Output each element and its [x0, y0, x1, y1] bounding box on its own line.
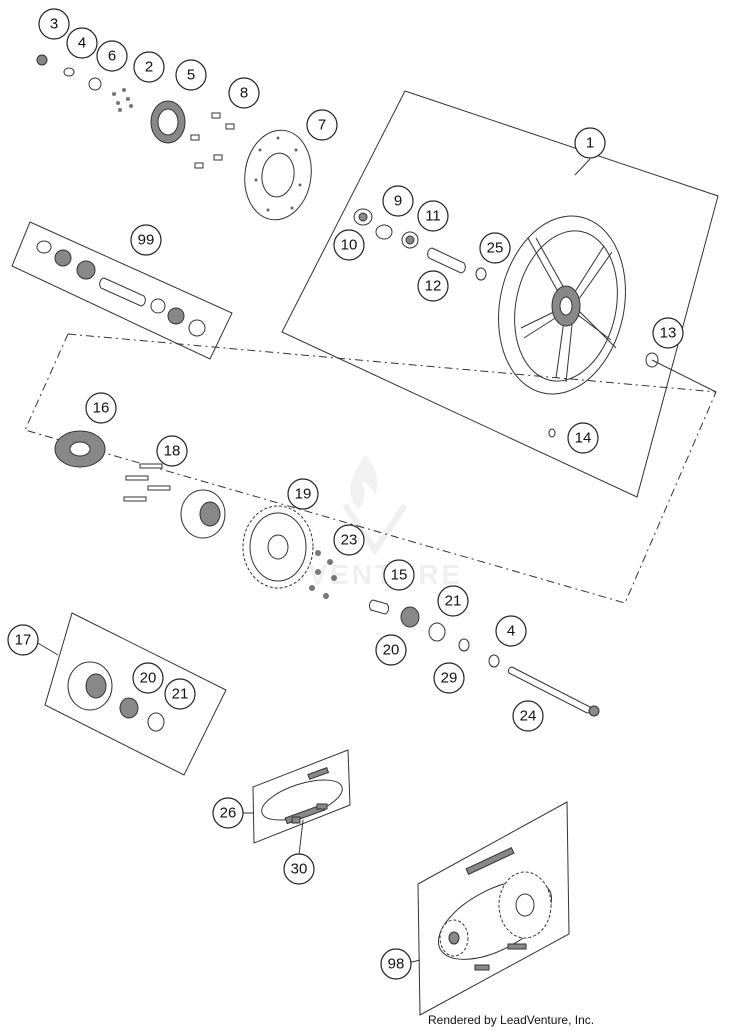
svg-text:26: 26: [220, 805, 237, 822]
callout-29: 29: [433, 662, 465, 694]
callout-10: 10: [333, 229, 365, 261]
svg-text:99: 99: [138, 232, 155, 249]
svg-text:2: 2: [145, 59, 153, 76]
callout-6: 6: [96, 40, 128, 72]
small-parts-top: [36, 54, 312, 221]
svg-text:12: 12: [425, 278, 442, 295]
kit-17: [44, 612, 227, 776]
svg-text:4: 4: [507, 623, 515, 640]
svg-text:7: 7: [318, 117, 326, 134]
svg-text:13: 13: [660, 325, 677, 342]
callout-4: 4: [66, 27, 98, 59]
callout-14: 14: [567, 422, 599, 454]
callout-9: 9: [382, 185, 414, 217]
callout-16: 16: [85, 392, 117, 424]
kit-99: [11, 221, 233, 360]
svg-text:17: 17: [15, 632, 32, 649]
svg-text:24: 24: [520, 708, 537, 725]
callout-11: 11: [417, 200, 449, 232]
svg-text:16: 16: [93, 400, 110, 417]
render-credit: Rendered by LeadVenture, Inc.: [428, 1013, 595, 1027]
kit-26-chain: [252, 749, 351, 844]
callout-24: 24: [512, 700, 544, 732]
callout-20: 20: [375, 634, 407, 666]
callout-5: 5: [175, 59, 207, 91]
svg-text:6: 6: [108, 48, 116, 65]
svg-text:3: 3: [50, 16, 58, 33]
svg-text:10: 10: [341, 237, 358, 254]
svg-text:11: 11: [425, 208, 441, 225]
callout-13: 13: [652, 317, 684, 349]
callout-23: 23: [333, 524, 365, 556]
callout-18: 18: [156, 435, 188, 467]
svg-text:5: 5: [187, 67, 195, 84]
svg-text:14: 14: [575, 430, 592, 447]
callout-21: 21: [437, 585, 469, 617]
callout-19: 19: [287, 478, 319, 510]
callout-1: 1: [574, 127, 606, 159]
svg-text:30: 30: [291, 861, 308, 878]
svg-text:9: 9: [394, 193, 402, 210]
callout-99: 99: [130, 224, 162, 256]
callout-15: 15: [383, 559, 415, 591]
callout-8: 8: [228, 77, 260, 109]
hub-group-parts: [54, 430, 600, 717]
svg-text:4: 4: [78, 35, 86, 52]
callout-4: 4: [495, 615, 527, 647]
svg-text:20: 20: [383, 642, 400, 659]
svg-text:15: 15: [391, 567, 408, 584]
kit-98-chain-kit: [417, 801, 570, 1016]
svg-text:19: 19: [295, 486, 312, 503]
callout-30: 30: [283, 853, 315, 885]
svg-text:20: 20: [140, 670, 157, 687]
svg-text:29: 29: [441, 670, 458, 687]
svg-text:98: 98: [388, 956, 405, 973]
svg-text:21: 21: [172, 686, 189, 703]
callout-21: 21: [164, 678, 196, 710]
callout-7: 7: [306, 109, 338, 141]
callout-25: 25: [479, 232, 511, 264]
svg-text:23: 23: [341, 532, 358, 549]
callout-98: 98: [380, 948, 412, 980]
callout-26: 26: [212, 797, 244, 829]
callout-12: 12: [417, 270, 449, 302]
svg-text:25: 25: [487, 240, 504, 257]
svg-text:8: 8: [240, 85, 248, 102]
callout-20: 20: [132, 662, 164, 694]
svg-text:21: 21: [445, 593, 462, 610]
hub-group-outline: [24, 333, 717, 604]
svg-text:18: 18: [164, 443, 181, 460]
wheel-assembly: [281, 90, 719, 498]
callout-3: 3: [38, 8, 70, 40]
callout-2: 2: [133, 51, 165, 83]
svg-text:1: 1: [586, 135, 594, 152]
callout-17: 17: [7, 624, 39, 656]
